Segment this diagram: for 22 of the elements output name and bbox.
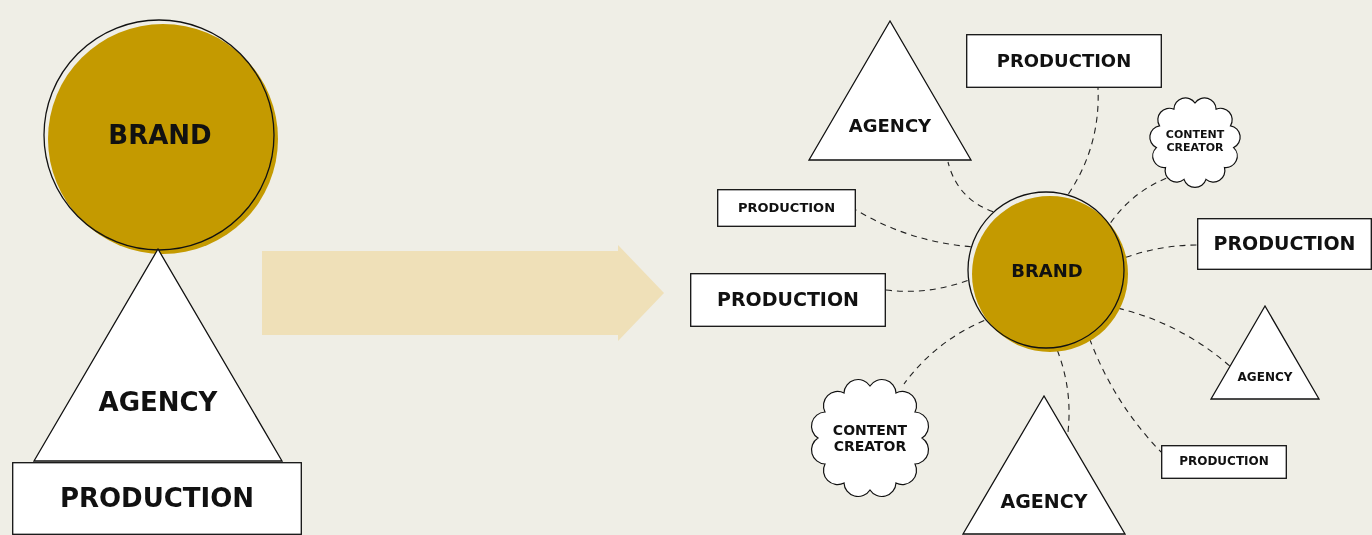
node-label: CONTENT CREATOR xyxy=(1164,129,1226,155)
node-label: PRODUCTION xyxy=(736,200,837,216)
block-arrow xyxy=(262,245,664,341)
node-label: AGENCY xyxy=(1236,371,1294,385)
dashed-connector xyxy=(1089,338,1162,453)
node-label: CONTENT CREATOR xyxy=(831,421,909,455)
node-label: PRODUCTION xyxy=(1212,233,1357,255)
dashed-connector xyxy=(1056,349,1070,433)
dashed-connector xyxy=(903,320,985,385)
node-label: AGENCY xyxy=(999,491,1089,513)
node-label: PRODUCTION xyxy=(995,50,1133,72)
dashed-connector xyxy=(1067,87,1099,195)
node-label: PRODUCTION xyxy=(58,483,256,514)
node-label: PRODUCTION xyxy=(1178,455,1270,469)
dashed-connector xyxy=(885,279,969,292)
node-label: BRAND xyxy=(107,121,213,151)
dashed-connector xyxy=(1125,244,1198,258)
node-label: AGENCY xyxy=(97,388,219,418)
dashed-connector xyxy=(947,161,994,213)
node-label: BRAND xyxy=(1010,260,1084,282)
node-label: PRODUCTION xyxy=(716,289,860,311)
node-label: AGENCY xyxy=(847,116,933,137)
